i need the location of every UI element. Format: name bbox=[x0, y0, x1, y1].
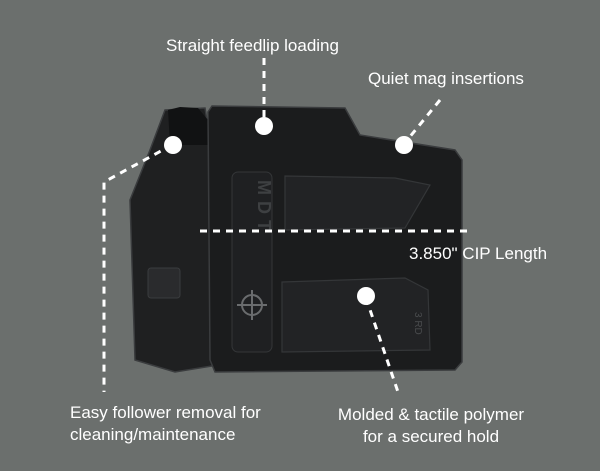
polymer-marker-dot bbox=[357, 287, 375, 305]
follower-callout-label: Easy follower removal for cleaning/maint… bbox=[70, 402, 261, 446]
follower-marker-dot bbox=[164, 136, 182, 154]
follower-callout-line1: Easy follower removal for bbox=[70, 403, 261, 422]
magazine-release-tab bbox=[147, 267, 181, 299]
polymer-callout-line1: Molded & tactile polymer bbox=[337, 405, 525, 424]
brand-mark: MDT bbox=[254, 180, 274, 237]
quiet-leader-line bbox=[402, 99, 442, 145]
polymer-callout-line2: for a secured hold bbox=[362, 427, 500, 446]
cip-length-callout-label: 3.850" CIP Length bbox=[409, 244, 548, 263]
polymer-callout-label: Molded & tactile polymer for a secured h… bbox=[322, 404, 540, 448]
quiet-marker-dot bbox=[395, 136, 413, 154]
quiet-callout-label: Quiet mag insertions bbox=[368, 69, 524, 88]
magazine-feedlip bbox=[168, 107, 208, 145]
feedlip-callout-label: Straight feedlip loading bbox=[166, 36, 339, 55]
follower-callout-line2: cleaning/maintenance bbox=[70, 425, 236, 444]
crosshair-logo-icon bbox=[237, 290, 267, 320]
feedlip-marker-dot bbox=[255, 117, 273, 135]
lower-grip-panel bbox=[281, 277, 431, 353]
polymer-leader-line bbox=[364, 297, 400, 393]
capacity-mark: 3 RD bbox=[412, 312, 423, 335]
upper-grip-panel bbox=[284, 175, 431, 231]
